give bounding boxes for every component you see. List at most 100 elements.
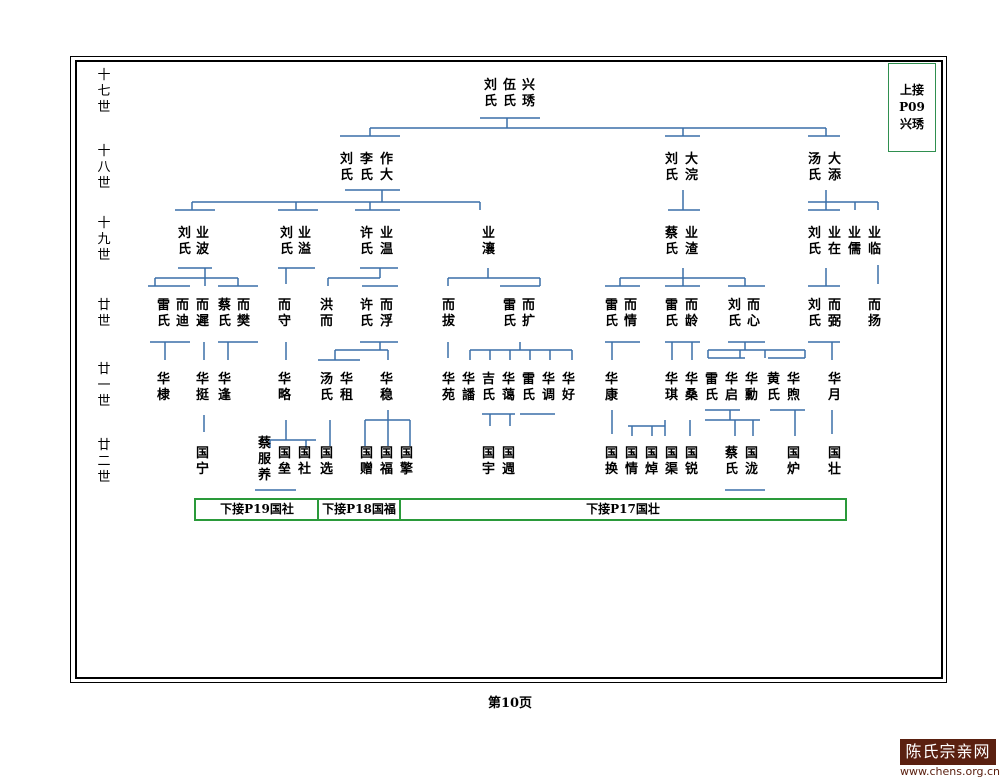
person-name: 国壮 [828, 446, 841, 477]
person-name: 蔡氏 [665, 226, 678, 257]
person-name: 刘氏 [808, 226, 821, 257]
ref-line: P09 [899, 100, 925, 114]
person-name: 华煦 [787, 372, 800, 403]
person-name: 而扬 [868, 298, 881, 329]
person-name: 而遲 [196, 298, 209, 329]
person-name: 国社 [298, 446, 311, 477]
person-name: 雷氏 [157, 298, 170, 329]
person-name: 刘氏 [728, 298, 741, 329]
person-name: 业瀼 [482, 226, 495, 257]
person-name: 国炉 [787, 446, 800, 477]
continuation-ref: 下接P19国社 [220, 502, 294, 516]
person-name: 而情 [624, 298, 637, 329]
person-name: 业儒 [848, 226, 861, 257]
person-name: 而樊 [237, 298, 250, 329]
person-name: 许氏 [360, 298, 373, 329]
person-name: 刘氏 [808, 298, 821, 329]
person-name: 雷氏 [503, 298, 516, 329]
person-name: 国选 [320, 446, 333, 477]
person-name: 业溢 [298, 226, 311, 257]
person-name: 刘氏 [665, 152, 678, 183]
person-name: 刘氏 [484, 78, 497, 109]
page-frame-inner [75, 60, 943, 679]
person-name: 黄氏 [767, 372, 780, 403]
person-name: 华好 [562, 372, 575, 403]
person-name: 国垒 [278, 446, 291, 477]
ref-line: 上接 [899, 83, 924, 97]
continuation-bar: 下接P19国社 下接P18国福 下接P17国壮 [194, 498, 847, 521]
person-name: 而弼 [828, 298, 841, 329]
watermark-url: www.chens.org.cn [900, 765, 1000, 778]
person-name: 而拔 [442, 298, 455, 329]
ref-line: 兴琇 [899, 117, 924, 131]
person-name: 华稳 [380, 372, 393, 403]
page-number: 第10页 [487, 696, 533, 711]
person-name: 国宁 [196, 446, 209, 477]
person-name: 国赠 [360, 446, 373, 477]
person-name: 业在 [828, 226, 841, 257]
person-name: 华蔼 [502, 372, 515, 403]
person-name: 而守 [278, 298, 291, 329]
person-name: 国擎 [400, 446, 413, 477]
generation-label: 廿世 [97, 298, 111, 329]
person-name: 雷氏 [705, 372, 718, 403]
generation-label: 十七世 [97, 68, 111, 115]
person-name: 汤氏 [808, 152, 821, 183]
person-name: 而扩 [522, 298, 535, 329]
person-name: 国週 [502, 446, 515, 477]
person-name: 蔡氏 [218, 298, 231, 329]
person-name: 业波 [196, 226, 209, 257]
generation-label: 十九世 [97, 216, 111, 263]
person-name: 国焯 [645, 446, 658, 477]
person-name: 雷氏 [665, 298, 678, 329]
reference-box-top: 上接 P09 兴琇 [888, 63, 936, 152]
person-name: 华略 [278, 372, 291, 403]
person-name: 而迪 [176, 298, 189, 329]
generation-label: 廿一世 [97, 362, 111, 409]
person-name: 作大 [380, 152, 393, 183]
person-name: 华挺 [196, 372, 209, 403]
generation-label: 廿二世 [97, 438, 111, 485]
person-name: 华租 [340, 372, 353, 403]
person-name: 华桑 [685, 372, 698, 403]
person-name: 刘氏 [178, 226, 191, 257]
person-name: 而龄 [685, 298, 698, 329]
generation-label: 十八世 [97, 144, 111, 191]
person-name: 国锐 [685, 446, 698, 477]
person-name: 许氏 [360, 226, 373, 257]
person-name: 而心 [747, 298, 760, 329]
person-name: 国渠 [665, 446, 678, 477]
watermark-logo: 陈氏宗亲网 [900, 739, 996, 765]
person-name: 汤氏 [320, 372, 333, 403]
divider [399, 500, 401, 519]
continuation-ref: 下接P17国壮 [586, 502, 660, 516]
person-name: 华调 [542, 372, 555, 403]
person-name: 华逢 [218, 372, 231, 403]
person-name: 华月 [828, 372, 841, 403]
person-name: 华启 [725, 372, 738, 403]
person-name: 华琪 [665, 372, 678, 403]
person-name: 蔡服养 [258, 436, 271, 483]
person-name: 华康 [605, 372, 618, 403]
person-name: 华譒 [462, 372, 475, 403]
person-name: 而浮 [380, 298, 393, 329]
person-name: 李氏 [360, 152, 373, 183]
person-name: 华棣 [157, 372, 170, 403]
person-name: 兴琇 [522, 78, 535, 109]
page-frame-outer [70, 56, 947, 683]
person-name: 业临 [868, 226, 881, 257]
person-name: 国情 [625, 446, 638, 477]
person-name: 业温 [380, 226, 393, 257]
person-name: 大浣 [685, 152, 698, 183]
person-name: 国换 [605, 446, 618, 477]
divider [317, 500, 319, 519]
person-name: 刘氏 [280, 226, 293, 257]
person-name: 华苑 [442, 372, 455, 403]
person-name: 国泷 [745, 446, 758, 477]
continuation-ref: 下接P18国福 [322, 502, 396, 516]
person-name: 伍氏 [503, 78, 516, 109]
person-name: 雷氏 [605, 298, 618, 329]
person-name: 雷氏 [522, 372, 535, 403]
person-name: 刘氏 [340, 152, 353, 183]
